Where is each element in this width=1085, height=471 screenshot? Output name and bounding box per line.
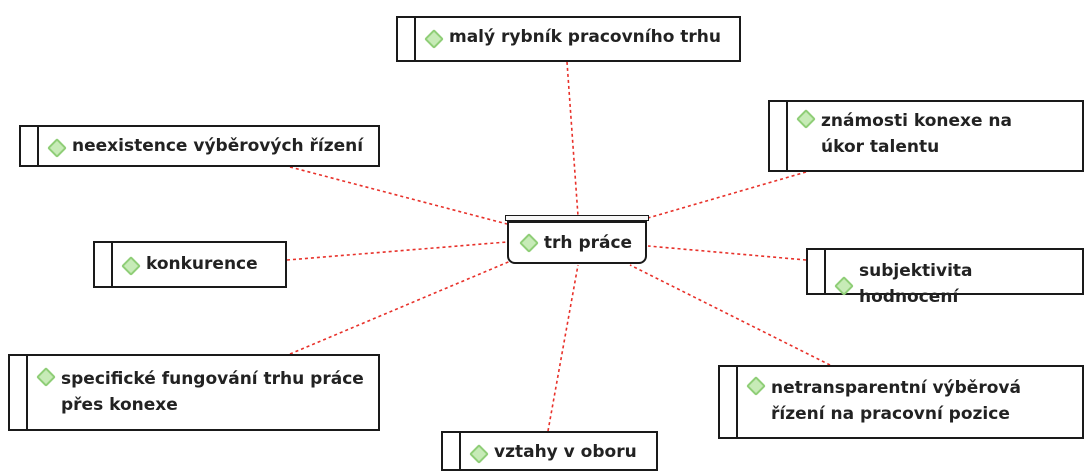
topic-tab [398, 18, 416, 60]
topic-maly-rybnik[interactable]: malý rybník pracovního trhu [396, 16, 741, 62]
topic-label: známosti konexe na úkor talentu [821, 111, 1013, 157]
topic-tab [808, 250, 826, 293]
central-topic-label: trh práce [543, 232, 633, 253]
link-t5 [647, 245, 807, 261]
topic-label: malý rybník pracovního trhu [449, 27, 722, 47]
diamond-icon [469, 444, 489, 464]
link-t4 [286, 241, 508, 261]
topic-tab [443, 433, 461, 469]
topic-subjektivita[interactable]: subjektivita hodnocení [806, 248, 1084, 307]
topic-konkurence[interactable]: konkurence [93, 241, 287, 288]
central-topic[interactable]: trh práce [505, 215, 649, 264]
topic-znamosti[interactable]: známosti konexe na úkor talentu [768, 100, 1084, 172]
diamond-icon [36, 367, 56, 387]
link-t6 [289, 259, 514, 355]
central-topic-bar [505, 215, 649, 221]
topic-label: vztahy v oboru [494, 442, 637, 462]
topic-netransparentni[interactable]: netransparentní výběrová řízení na praco… [718, 365, 1084, 439]
diamond-icon [834, 276, 854, 296]
link-t2 [289, 166, 508, 225]
topic-tab [95, 243, 113, 286]
link-t3 [647, 171, 807, 219]
topic-tab [21, 127, 39, 165]
topic-tab [10, 356, 28, 429]
diamond-icon [796, 109, 816, 129]
topic-label: netransparentní výběrová řízení na praco… [771, 378, 1021, 424]
topic-neexistence[interactable]: neexistence výběrových řízení [19, 125, 380, 167]
topic-tab [720, 367, 738, 437]
link-t8 [547, 264, 579, 432]
topic-label: konkurence [146, 254, 258, 274]
diamond-icon [746, 376, 766, 396]
topic-tab [770, 102, 788, 170]
topic-vztahy[interactable]: vztahy v oboru [441, 431, 658, 471]
diamond-icon [424, 29, 444, 49]
topic-label: neexistence výběrových řízení [72, 136, 364, 156]
topic-specificke[interactable]: specifické fungování trhu práce přes kon… [8, 354, 380, 431]
diamond-icon [519, 232, 539, 253]
link-t1 [566, 61, 579, 217]
topic-label: specifické fungování trhu práce přes kon… [61, 369, 364, 415]
link-t7 [629, 264, 831, 366]
topic-label: subjektivita hodnocení [859, 261, 973, 307]
diamond-icon [47, 138, 67, 158]
diamond-icon [121, 256, 141, 276]
